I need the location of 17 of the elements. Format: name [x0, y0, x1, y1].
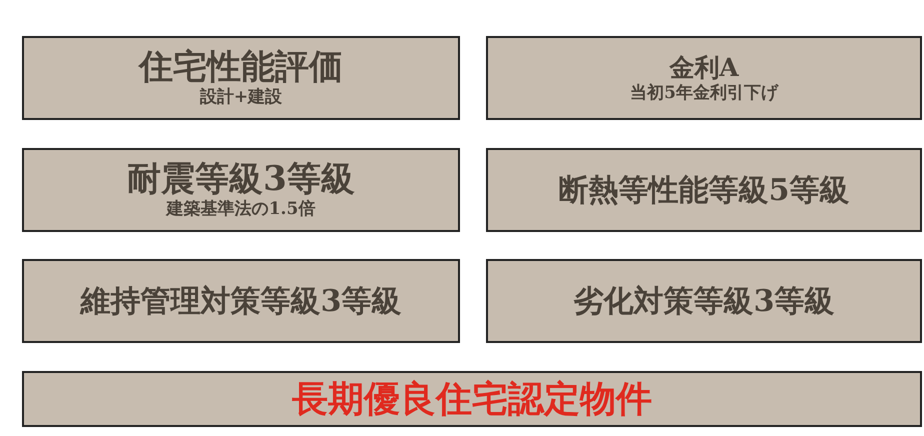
label-box	[22, 259, 460, 343]
label-box	[486, 148, 922, 232]
box-title: 維持管理対策等級3等級	[80, 282, 402, 320]
label-box	[486, 36, 922, 120]
label-box	[486, 259, 922, 343]
box-title: 耐震等級3等級	[127, 161, 355, 198]
label-box	[22, 148, 460, 232]
box-subtitle: 建築基準法の1.5倍	[166, 198, 316, 219]
box-title: 住宅性能評価	[139, 49, 343, 86]
box-title: 長期優良住宅認定物件	[292, 381, 652, 417]
label-box	[22, 371, 922, 427]
box-title: 劣化対策等級3等級	[574, 282, 834, 320]
box-title: 断熱等性能等級5等級	[558, 172, 850, 210]
box-subtitle: 設計+建設	[200, 86, 282, 107]
box-subtitle: 当初5年金利引下げ	[630, 82, 778, 104]
box-title: 金利A	[669, 52, 739, 83]
label-box	[22, 36, 460, 120]
